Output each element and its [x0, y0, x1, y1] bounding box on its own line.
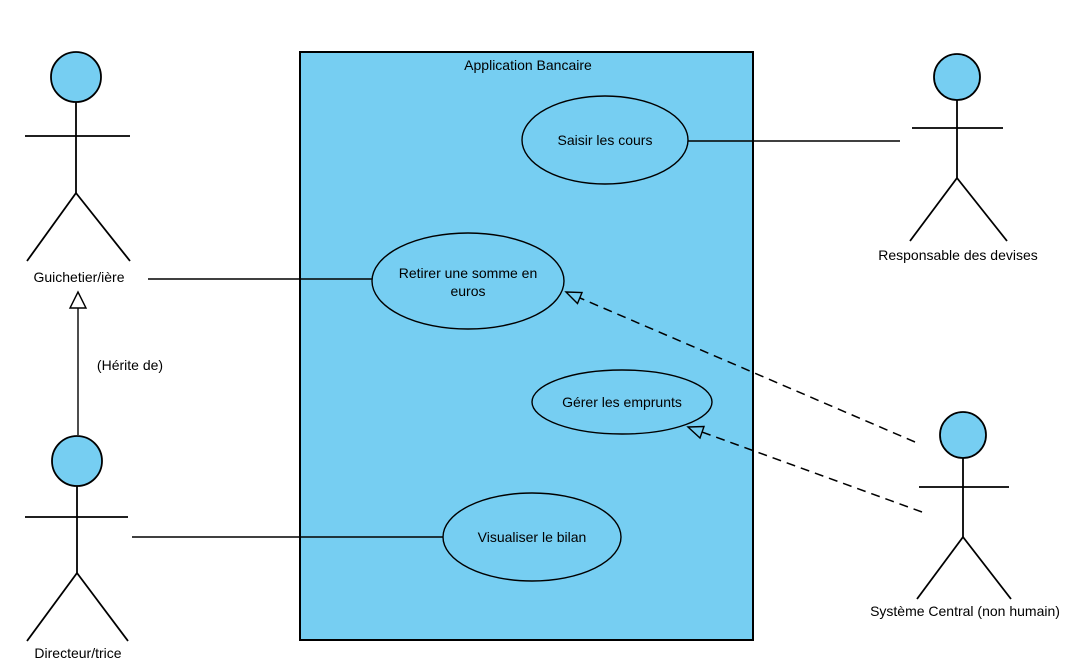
actor-head-icon: [939, 411, 987, 459]
use-case-retirer-somme-euros: Retirer une somme en euros: [371, 232, 565, 330]
actor-head-icon: [51, 435, 103, 487]
actor-label: Directeur/trice: [34, 645, 121, 661]
actor-leg-left: [916, 536, 964, 600]
actor-leg-left: [26, 192, 77, 262]
actor-leg-right: [962, 536, 1012, 600]
hollow-triangle-arrowhead-icon: [68, 290, 88, 309]
dependency-systeme-retirer: [564, 291, 916, 443]
use-case-label-line1: Retirer une somme en: [399, 265, 538, 281]
dependency-systeme-gerer: [686, 425, 923, 513]
dependency-line: [701, 431, 923, 513]
use-case-ellipse: [371, 232, 565, 330]
actor-leg-left: [26, 572, 78, 642]
system-boundary-title: Application Bancaire: [464, 57, 592, 73]
actor-guichetier: Guichetier/ière: [25, 51, 131, 285]
actor-leg-right: [75, 192, 131, 262]
inheritance-directeur-guichetier: [68, 290, 88, 435]
use-case-gerer-emprunts: Gérer les emprunts: [531, 369, 713, 435]
actor-label: Système Central (non humain): [870, 603, 1060, 619]
use-case-ellipse: [442, 492, 622, 582]
actor-leg-right: [76, 572, 129, 642]
system-boundary: [299, 51, 754, 641]
inheritance-label: (Hérite de): [97, 357, 163, 373]
actor-head-icon: [50, 51, 102, 103]
actor-head-icon: [933, 53, 981, 101]
use-case-ellipse: [521, 95, 689, 185]
use-case-label: Visualiser le bilan: [478, 529, 587, 545]
use-case-saisir-les-cours: Saisir les cours: [521, 95, 689, 185]
open-triangle-arrowhead-icon: [564, 291, 584, 305]
actor-systeme-central: Système Central (non humain): [870, 411, 1060, 619]
actor-label: Guichetier/ière: [33, 269, 124, 285]
dependency-line: [579, 297, 916, 443]
use-case-visualiser-bilan: Visualiser le bilan: [442, 492, 622, 582]
actor-responsable-devises: Responsable des devises: [878, 53, 1038, 263]
actor-label: Responsable des devises: [878, 247, 1038, 263]
use-case-label-line2: euros: [450, 283, 485, 299]
use-case-label: Gérer les emprunts: [562, 394, 682, 410]
actor-directeur: Directeur/trice: [25, 435, 129, 661]
actor-leg-left: [909, 177, 958, 242]
use-case-label: Saisir les cours: [558, 132, 653, 148]
open-triangle-arrowhead-icon: [686, 425, 705, 440]
use-case-ellipse: [531, 369, 713, 435]
actor-leg-right: [956, 177, 1008, 242]
